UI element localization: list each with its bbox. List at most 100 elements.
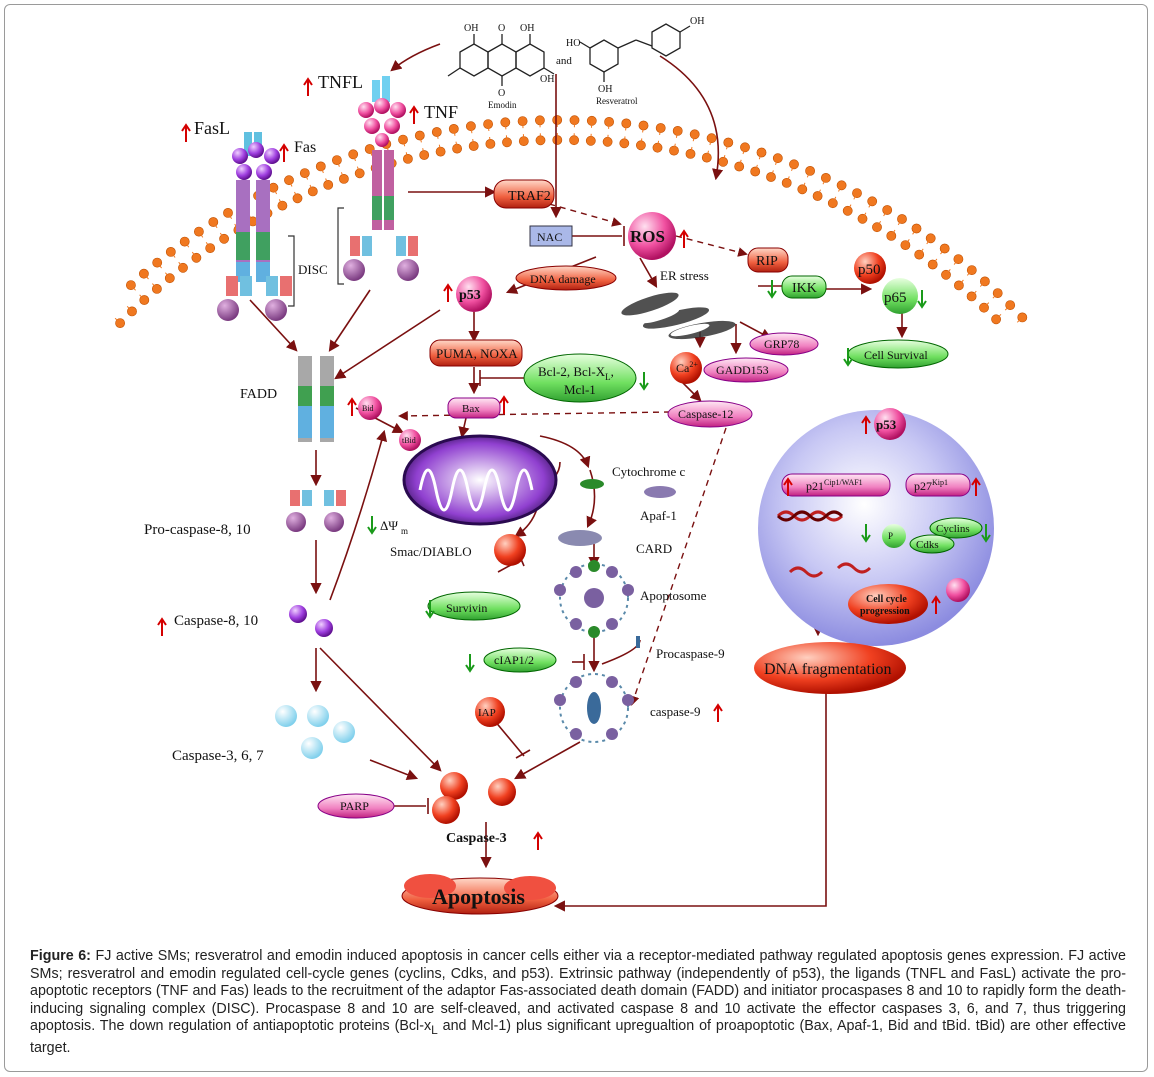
dashed-paths	[398, 197, 748, 706]
membrane-tail	[623, 136, 626, 144]
resveratrol-label: Resveratrol	[596, 96, 638, 106]
caspase12-pill	[667, 400, 753, 428]
parp-label: PARP	[340, 799, 369, 813]
membrane-tail	[709, 138, 713, 146]
membrane-tail	[369, 148, 373, 156]
apoptosis-label: Apoptosis	[432, 884, 525, 909]
membrane-tail	[170, 251, 176, 258]
membrane-bead	[348, 149, 359, 160]
membrane-tail	[472, 139, 475, 147]
caspase9-label: caspase-9	[650, 704, 701, 719]
membrane-tail	[489, 136, 491, 144]
bax-pill	[447, 397, 501, 419]
emodin-oh-3: OH	[540, 74, 554, 85]
er-stress-label: ER stress	[660, 268, 709, 283]
fas-receptor	[232, 132, 280, 282]
membrane-tail	[608, 121, 610, 129]
cell-cycle-label: Cell cycle	[866, 594, 907, 605]
caspase-8-ball-1	[289, 605, 307, 623]
membrane-tail	[817, 189, 821, 197]
membrane-tail	[227, 212, 233, 220]
membrane-tail	[198, 231, 204, 238]
iap-label: IAP	[478, 707, 496, 719]
membrane-tail	[504, 122, 507, 130]
membrane-tail	[876, 220, 882, 228]
membrane-bead	[689, 129, 700, 140]
caspase-8-10-label: Caspase-8, 10	[174, 613, 258, 629]
pills	[317, 179, 983, 819]
downregulation-arrow-icon	[367, 516, 377, 535]
upregulation-arrow-icon	[157, 617, 167, 636]
membrane-bead	[939, 243, 950, 254]
resveratrol-oh-2: OH	[690, 16, 704, 27]
p50-node	[854, 252, 886, 284]
membrane-bead	[165, 246, 176, 257]
ros-label: ROS	[630, 227, 665, 246]
apaf1-label: Apaf-1	[640, 508, 677, 523]
card-label: CARD	[636, 541, 672, 556]
membrane-tail	[979, 281, 986, 287]
figure-caption: Figure 6: FJ active SMs; resveratrol and…	[30, 948, 1126, 1057]
tnfl-label: TNFL	[318, 72, 363, 92]
membrane-tail	[847, 204, 852, 212]
resveratrol-oh-1: OH	[598, 84, 612, 95]
membrane-tail	[272, 187, 278, 195]
ikk-label: IKK	[792, 281, 817, 296]
membrane-tail	[340, 172, 345, 180]
p27-label: p27Kip1	[914, 478, 948, 493]
membrane-tail	[754, 164, 758, 172]
disc-complex-right	[343, 236, 419, 281]
caption-text-2: and Mcl-1) plus significant upregualtion…	[30, 1018, 1126, 1056]
card-icon	[558, 530, 602, 546]
cell-cycle-node	[848, 584, 928, 624]
upregulation-arrow-icon	[679, 229, 689, 248]
membrane-tail	[505, 135, 508, 143]
caspase-8-ball-2	[315, 619, 333, 637]
upregulation-arrow-icon	[971, 477, 981, 496]
traf2-label: TRAF2	[508, 189, 551, 204]
fadd-adaptor	[298, 356, 334, 442]
membrane-tail	[953, 258, 959, 265]
membrane-tail	[143, 273, 149, 280]
dna-strand-icon	[776, 510, 872, 578]
membrane-tail	[1004, 304, 1011, 311]
membrane-tail	[940, 248, 946, 255]
membrane-tail	[130, 284, 136, 291]
upregulation-arrow-icon	[279, 143, 289, 162]
gadd-pill	[703, 357, 789, 383]
and-label: and	[556, 55, 572, 67]
membrane-tail	[114, 317, 121, 324]
tnf-receptor	[358, 76, 406, 230]
diagram-labels: TNFL TNF FasL Fas TRAF2 DISC NAC ROS RIP…	[144, 72, 970, 909]
parp-pill	[317, 793, 395, 819]
apoptosome-icon	[554, 560, 634, 638]
membrane-tail	[675, 130, 679, 138]
membrane-tail	[692, 134, 696, 142]
grp78-label: GRP78	[764, 337, 799, 351]
p65-node	[882, 278, 918, 314]
membrane-bead	[672, 125, 683, 136]
emodin-oh-1: OH	[464, 23, 478, 34]
upregulation-arrow-icon	[409, 105, 419, 124]
upregulation-arrow-icon	[499, 395, 509, 414]
membrane-tail	[791, 164, 795, 171]
emodin-label: Emodin	[488, 100, 517, 110]
membrane-tail	[932, 258, 938, 265]
membrane-tail	[897, 218, 903, 226]
membrane-tail	[309, 184, 314, 192]
caspase-3-6-7-icon	[275, 705, 355, 759]
membrane-tail	[436, 131, 439, 139]
membrane-tail	[205, 242, 211, 249]
cytochrome-c-label: Cytochrome c	[612, 464, 686, 479]
nac-label: NAC	[537, 230, 562, 244]
gadd153-label: GADD153	[716, 363, 769, 377]
membrane-tail	[455, 141, 458, 149]
ros-node	[628, 212, 676, 260]
ca2-label: Ca2+	[676, 360, 698, 375]
downregulation-arrow-icon	[981, 524, 991, 543]
disc-complex-left	[217, 276, 292, 321]
membrane-tail	[958, 279, 964, 286]
membrane-tail	[288, 179, 293, 187]
membrane-tail	[453, 128, 456, 136]
dna-damage-pill	[515, 265, 617, 291]
